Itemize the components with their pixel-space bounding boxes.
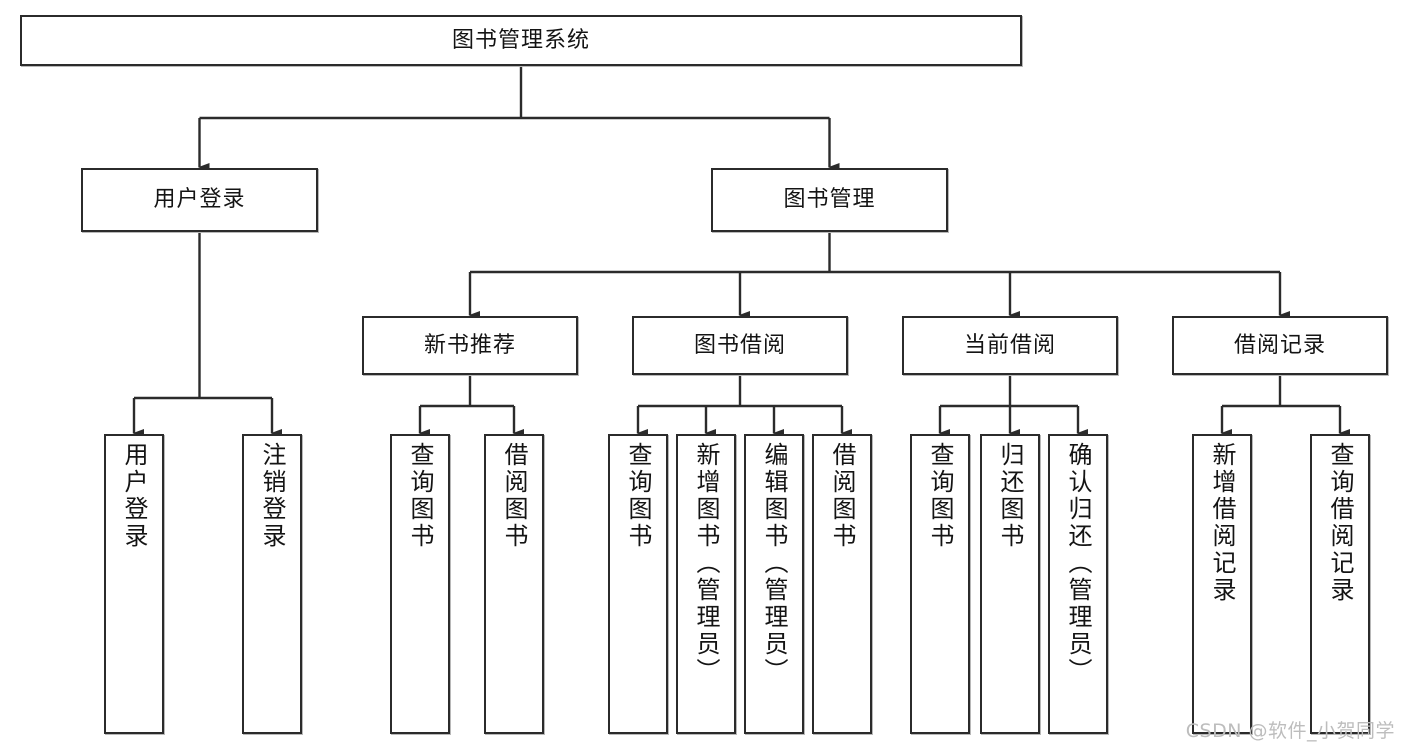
node-book-management[interactable]: 图书管理: [711, 168, 948, 232]
node-label: 归还图书: [996, 442, 1024, 550]
node-label: 当前借阅: [963, 332, 1056, 358]
node-current-borrowing[interactable]: 当前借阅: [902, 316, 1118, 375]
node-leaf-borrow-book-b[interactable]: 借阅图书: [812, 434, 872, 734]
watermark-text: CSDN @软件_小贺同学: [1185, 720, 1395, 742]
node-leaf-query-book-b[interactable]: 查询图书: [608, 434, 668, 734]
node-leaf-query-book-a[interactable]: 查询图书: [390, 434, 450, 734]
node-leaf-query-borrow-record[interactable]: 查询借阅记录: [1310, 434, 1370, 734]
node-leaf-borrow-book-a[interactable]: 借阅图书: [484, 434, 544, 734]
node-label: 查询借阅记录: [1326, 442, 1354, 604]
node-label: 用户登录: [120, 442, 148, 550]
node-leaf-edit-book[interactable]: 编辑图书（管理员）: [744, 434, 804, 734]
node-label: 图书借阅: [693, 332, 786, 358]
node-label: 新增图书（管理员）: [692, 442, 720, 685]
node-leaf-confirm-return[interactable]: 确认归还（管理员）: [1048, 434, 1108, 734]
node-leaf-user-login[interactable]: 用户登录: [104, 434, 164, 734]
node-book-borrowing[interactable]: 图书借阅: [632, 316, 848, 375]
node-label: 新书推荐: [423, 332, 516, 358]
node-label: 图书管理: [783, 187, 876, 213]
node-root-system[interactable]: 图书管理系统: [20, 15, 1022, 66]
node-label: 查询图书: [624, 442, 652, 550]
node-borrow-records[interactable]: 借阅记录: [1172, 316, 1388, 375]
node-leaf-return-book[interactable]: 归还图书: [980, 434, 1040, 734]
node-label: 借阅图书: [828, 442, 856, 550]
node-label: 编辑图书（管理员）: [760, 442, 788, 685]
edge-paths: [132, 66, 1350, 438]
node-user-login[interactable]: 用户登录: [81, 168, 318, 232]
node-label: 查询图书: [406, 442, 434, 550]
node-leaf-add-borrow-record[interactable]: 新增借阅记录: [1192, 434, 1252, 734]
node-leaf-logout[interactable]: 注销登录: [242, 434, 302, 734]
node-leaf-query-book-c[interactable]: 查询图书: [910, 434, 970, 734]
node-label: 确认归还（管理员）: [1064, 442, 1092, 685]
node-label: 借阅记录: [1233, 332, 1326, 358]
node-label: 注销登录: [258, 442, 286, 550]
node-new-book-recommend[interactable]: 新书推荐: [362, 316, 578, 375]
node-label: 查询图书: [926, 442, 954, 550]
node-label: 新增借阅记录: [1208, 442, 1236, 604]
node-label: 借阅图书: [500, 442, 528, 550]
node-label: 用户登录: [153, 187, 246, 213]
node-label: 图书管理系统: [451, 27, 590, 53]
node-leaf-add-book[interactable]: 新增图书（管理员）: [676, 434, 736, 734]
